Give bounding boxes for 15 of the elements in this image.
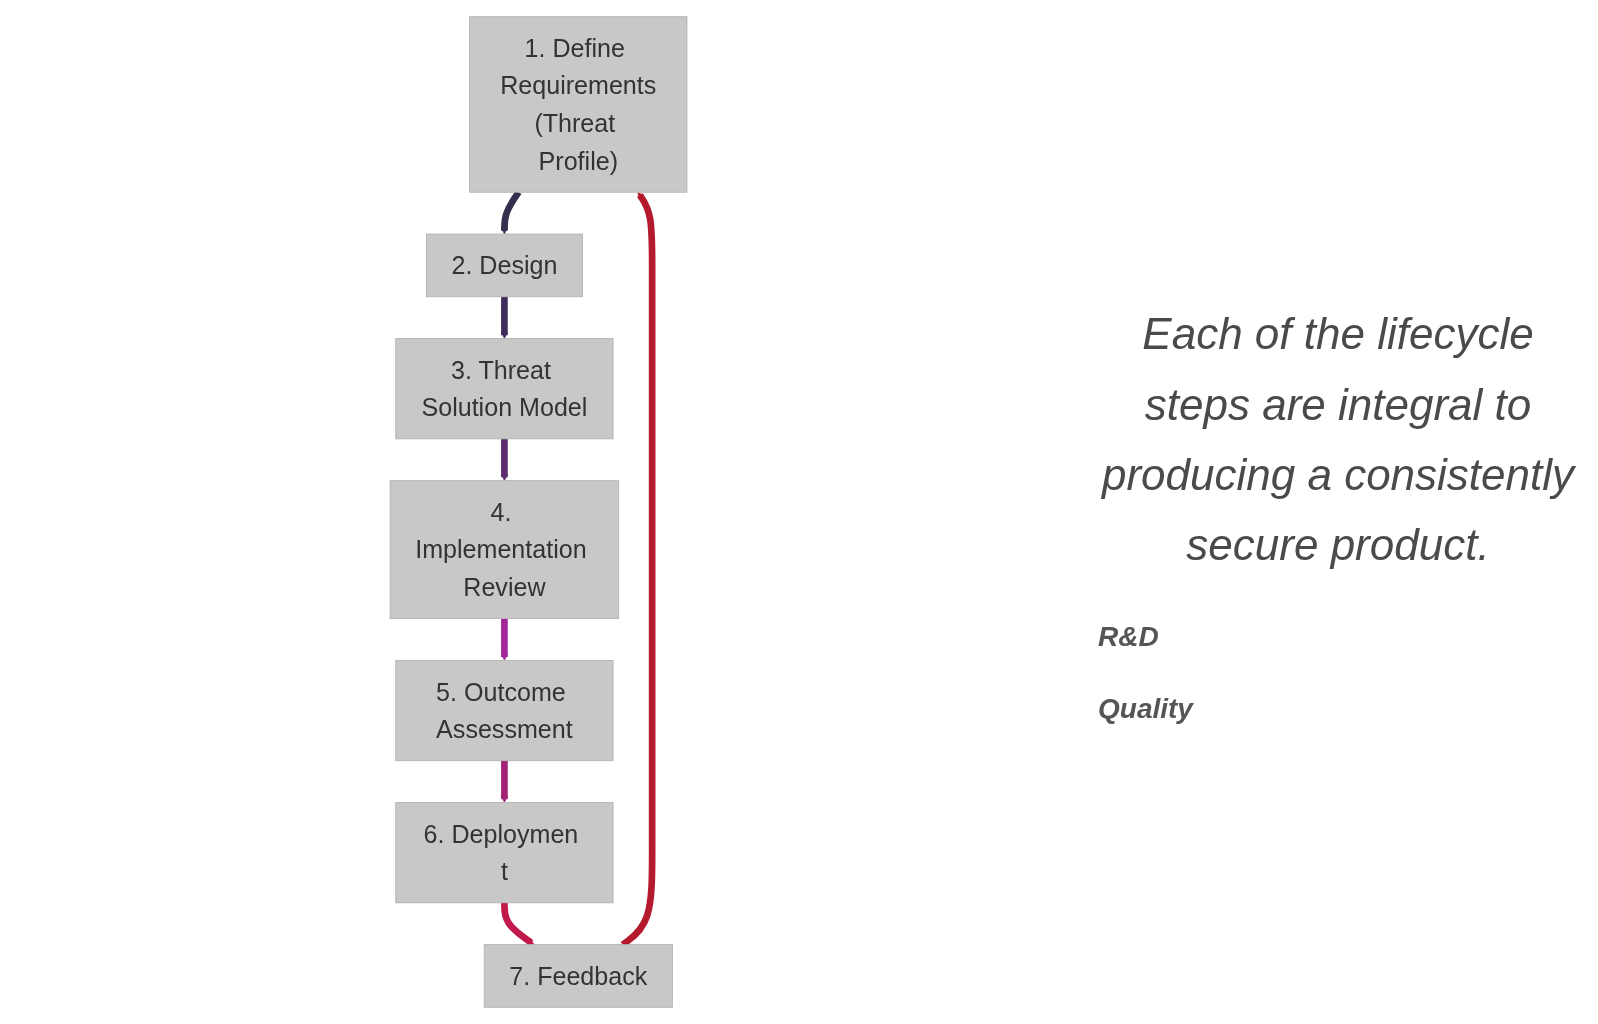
node-box: 6. Deploymen t [395,802,614,904]
node-box: 4. Implementation Review [390,480,620,619]
node-box: 3. Threat Solution Model [395,338,614,440]
arrow [501,438,509,481]
arrow [501,618,509,661]
node-box: 7. Feedback [484,944,674,1008]
center-statement: Each of the lifecycle steps are integral to producing a consistently secure product. [1100,308,1577,572]
arrow [501,760,509,803]
arrow [501,902,535,946]
node-box: 2. Design [426,233,584,298]
region-label: Quality [1098,692,1195,725]
arrow [501,296,509,339]
region-label: R&D [1098,620,1160,653]
node-box: 1. Define Requirements (Threat Profile) [469,16,688,193]
node-box: 5. Outcome Assessment [395,659,614,762]
